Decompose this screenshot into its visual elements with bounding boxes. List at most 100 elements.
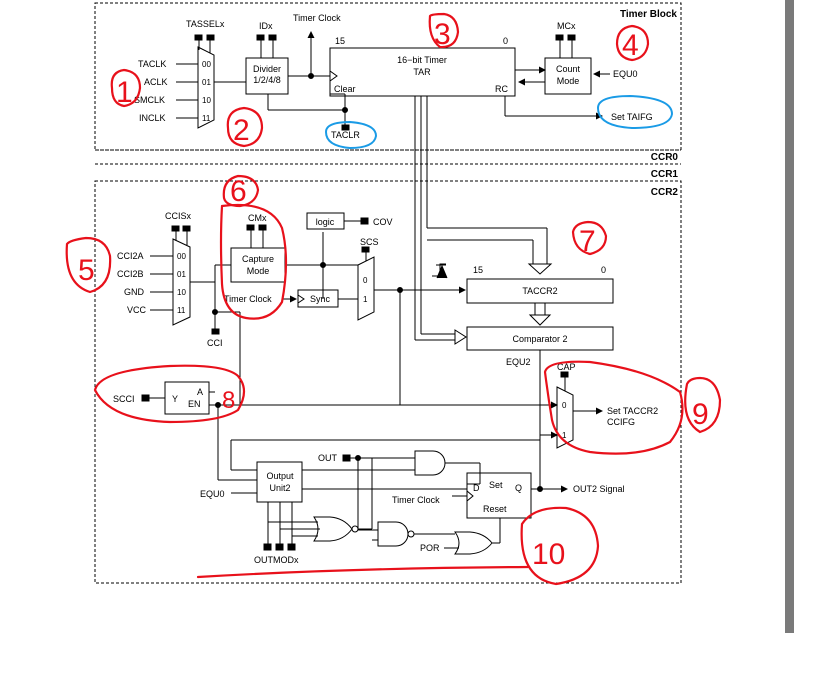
- scci-label: SCCI: [113, 394, 135, 404]
- annotation-circle-7: [571, 220, 608, 256]
- annotation-number-1: 1: [116, 76, 133, 109]
- cap-label: CAP: [557, 362, 576, 372]
- timer-clock-top-label: Timer Clock: [293, 13, 341, 23]
- scs-mux-0: 0: [363, 276, 368, 285]
- ccifg-label: CCIFG: [607, 417, 635, 427]
- set-taifg-label: Set TAIFG: [611, 112, 653, 122]
- timer-block-title: Timer Block: [620, 9, 677, 20]
- output-unit-label-2: Unit2: [269, 483, 290, 493]
- count-mode-label: Count: [556, 64, 581, 74]
- nand-gate: [377, 521, 409, 547]
- and-gate-top: [414, 450, 446, 476]
- taccr2-box: [466, 278, 614, 304]
- annotation-number-2: 2: [233, 114, 250, 147]
- tar-name: TAR: [413, 67, 431, 77]
- ccis-mux: [172, 238, 191, 326]
- tassel-label: TASSELx: [186, 19, 225, 29]
- annotation-cap-loop: [543, 360, 684, 455]
- annotation-circle-9: [684, 376, 722, 434]
- ccr2-labels: CCISx CMx logic COV SCS Capture Mode Tim…: [113, 211, 658, 565]
- ccr0-label: CCR0: [651, 152, 679, 163]
- output-unit-box: [256, 461, 303, 503]
- tassel-code-00: 00: [202, 60, 211, 69]
- logic-label: logic: [316, 217, 335, 227]
- input-gnd: GND: [124, 287, 145, 297]
- ccis-code-01: 01: [177, 270, 186, 279]
- annotation-circle-5: [65, 236, 112, 294]
- set-taccr2-label: Set TACCR2: [607, 406, 658, 416]
- ff-reset-label: Reset: [483, 504, 507, 514]
- frames: [94, 2, 682, 584]
- scs-mux-1: 1: [363, 295, 368, 304]
- annotation-circle-10: [520, 506, 600, 586]
- tassel-code-10: 10: [202, 96, 211, 105]
- red-numbers: 1 2 3 4 5 6 7 8 9 10: [78, 18, 709, 571]
- scs-label: SCS: [360, 237, 379, 247]
- taclr-label: TACLR: [331, 130, 360, 140]
- input-cci2a: CCI2A: [117, 251, 144, 261]
- ccr2-label: CCR2: [651, 187, 679, 198]
- annotation-circle-2: [226, 106, 264, 148]
- input-inclk: INCLK: [139, 113, 166, 123]
- annotation-number-5: 5: [78, 254, 95, 287]
- taccr2-label: TACCR2: [522, 286, 557, 296]
- ccr2-block: [141, 212, 614, 555]
- capture-mode-label-2: Mode: [247, 266, 270, 276]
- divider-ratio: 1/2/4/8: [253, 75, 281, 85]
- scrollbar-edge: [785, 0, 794, 633]
- annotation-number-10: 10: [532, 538, 565, 571]
- cap-mux-1: 1: [562, 431, 567, 440]
- blue-annotations: [325, 94, 674, 150]
- tar-title: 16−bit Timer: [397, 55, 447, 65]
- ccr2-frame: [94, 180, 682, 584]
- ccis-code-10: 10: [177, 288, 186, 297]
- tassel-code-01: 01: [202, 78, 211, 87]
- tar-bit-lo: 0: [503, 36, 508, 46]
- annotation-number-4: 4: [622, 29, 639, 62]
- annotation-capture-loop: [219, 203, 288, 320]
- ccis-label: CCISx: [165, 211, 192, 221]
- annotation-circle-4: [615, 24, 650, 62]
- out-label: OUT: [318, 453, 338, 463]
- latch-a-label: A: [197, 387, 203, 397]
- tar-rc-label: RC: [495, 84, 508, 94]
- idx-label: IDx: [259, 21, 273, 31]
- latch-y-label: Y: [172, 394, 178, 404]
- ff-q-label: Q: [515, 483, 522, 493]
- output-unit-label: Output: [266, 471, 294, 481]
- timer-block-frame: [94, 2, 682, 151]
- taccr2-bit-hi: 15: [473, 265, 483, 275]
- tar-clear-label: Clear: [334, 84, 356, 94]
- annotation-taifg-circle: [597, 94, 674, 130]
- timer-clock-ccr-label: Timer Clock: [224, 294, 272, 304]
- ff-set-label: Set: [489, 480, 503, 490]
- input-vcc: VCC: [127, 305, 147, 315]
- input-taclk: TACLK: [138, 59, 166, 69]
- ff-d-label: D: [473, 483, 480, 493]
- cci-label: CCI: [207, 338, 223, 348]
- sync-label: Sync: [310, 294, 331, 304]
- scci-latch-box: [164, 381, 210, 415]
- timer-clock-ff-label: Timer Clock: [392, 495, 440, 505]
- input-smclk: SMCLK: [134, 95, 165, 105]
- annotation-number-7: 7: [579, 225, 596, 258]
- input-aclk: ACLK: [144, 77, 168, 87]
- cap-mux: [556, 386, 574, 449]
- equ2-label: EQU2: [506, 357, 531, 367]
- count-mode-box: [544, 57, 592, 95]
- comparator-label: Comparator 2: [512, 334, 567, 344]
- annotation-underline: [196, 565, 530, 579]
- equ0-label: EQU0: [200, 489, 225, 499]
- input-cci2b: CCI2B: [117, 269, 144, 279]
- annotation-scci-loop: [93, 364, 246, 424]
- cap-mux-0: 0: [562, 401, 567, 410]
- scs-mux: [357, 256, 375, 321]
- annotation-number-3: 3: [434, 18, 451, 51]
- por-label: POR: [420, 543, 440, 553]
- latch-en-label: EN: [188, 399, 201, 409]
- ccr1-label: CCR1: [651, 169, 679, 180]
- annotation-taclr-circle: [325, 120, 378, 150]
- taccr2-bit-lo: 0: [601, 265, 606, 275]
